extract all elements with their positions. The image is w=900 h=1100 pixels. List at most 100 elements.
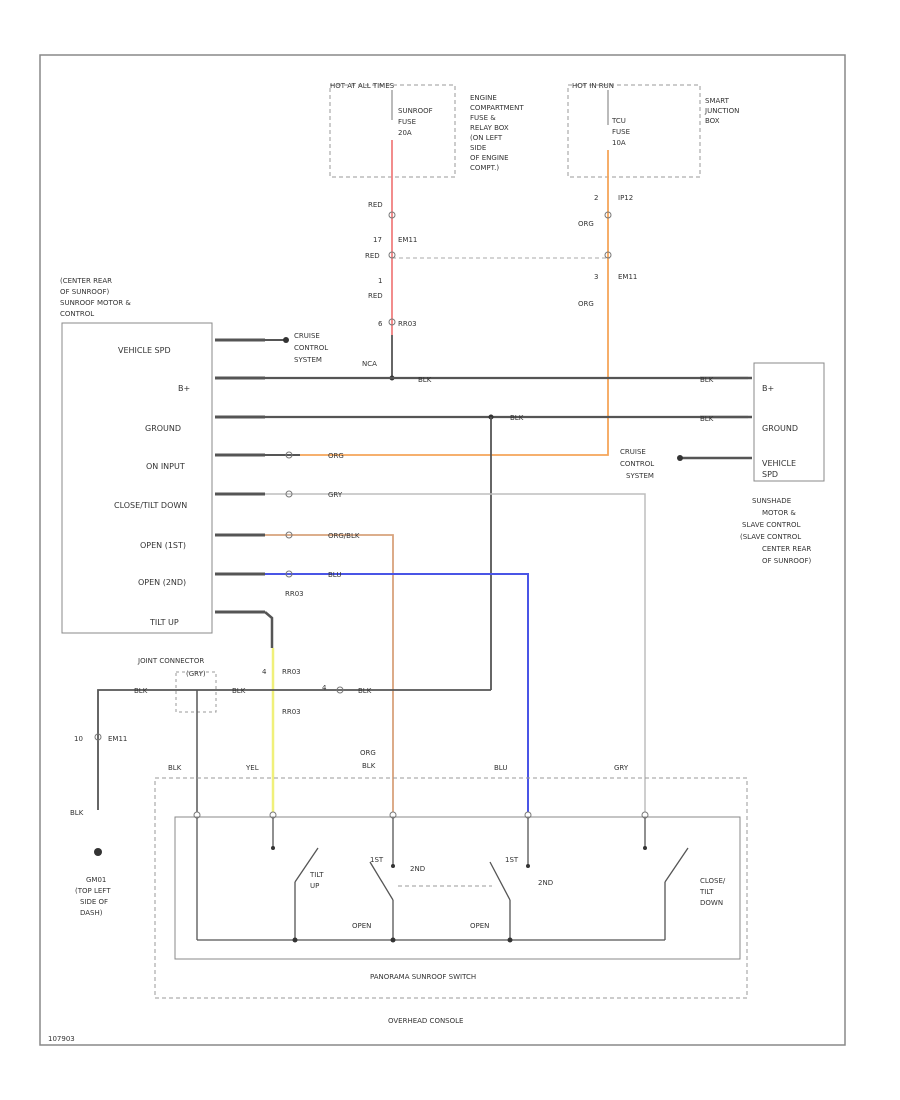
wire-label: 6 (378, 320, 383, 328)
svg-text:OF ENGINE: OF ENGINE (470, 154, 509, 162)
close-tilt-label-2: TILT (699, 888, 714, 896)
switch-2nd-label-b: 2ND (538, 879, 553, 887)
svg-text:(TOP LEFT: (TOP LEFT (75, 887, 111, 895)
joint-connector-title: JOINT CONNECTOR (137, 657, 204, 665)
sunshade-motor-module (753, 362, 825, 482)
wire-label: RR03 (398, 320, 417, 328)
tilt-up-stub (264, 611, 274, 648)
wire-label: NCA (362, 360, 377, 368)
wire-label: RR03 (282, 708, 301, 716)
cruise-right-dot (677, 455, 683, 461)
pin-ground: GROUND (145, 424, 181, 433)
svg-text:SUNROOF MOTOR &: SUNROOF MOTOR & (60, 299, 131, 307)
wire-label: 4 (322, 684, 327, 692)
switch-1st-label-b: 1ST (505, 856, 519, 864)
wire-label: BLK (232, 687, 246, 695)
joint-connector-box (175, 671, 217, 713)
left-module-pin-stubs (215, 338, 265, 614)
svg-text:JUNCTION: JUNCTION (704, 107, 739, 115)
wire-label: RED (368, 201, 383, 209)
wire-label: 10 (74, 735, 83, 743)
wire-label: BLK (358, 687, 372, 695)
sunroof-fuse-line1: SUNROOF (398, 107, 433, 115)
svg-text:CENTER REAR: CENTER REAR (762, 545, 811, 553)
svg-text:CRUISE: CRUISE (294, 332, 320, 340)
wire-label: BLK (134, 687, 148, 695)
orange-wire (300, 150, 609, 456)
wire-label: RED (365, 252, 380, 260)
wire-label: BLK (510, 414, 524, 422)
orange-connector-1 (604, 211, 612, 219)
svg-text:SIDE OF: SIDE OF (80, 898, 108, 906)
open1-connector (285, 531, 293, 539)
hot-in-run-label: HOT IN RUN (572, 82, 614, 90)
svg-text:COMPARTMENT: COMPARTMENT (470, 104, 524, 112)
panorama-sunroof-switch (174, 816, 741, 960)
ground-harness-wire (97, 689, 338, 810)
open-label-b: OPEN (470, 922, 489, 930)
wire-label: BLK (70, 809, 84, 817)
on-input-connector (285, 451, 293, 459)
smart-junction-fuse-box (567, 84, 701, 178)
pin-bplus: B+ (178, 384, 190, 393)
gray-wire (265, 493, 646, 812)
red-connector-1 (388, 211, 396, 219)
left-module-title: (CENTER REAR OF SUNROOF) SUNROOF MOTOR &… (60, 277, 131, 318)
smart-junction-label: SMART JUNCTION BOX (704, 97, 739, 125)
wire-label: ORG (578, 220, 594, 228)
wire-label: ORG (578, 300, 594, 308)
engine-box-label: ENGINE COMPARTMENT FUSE & RELAY BOX (ON … (470, 94, 524, 172)
svg-text:SIDE: SIDE (470, 144, 486, 152)
svg-text:(ON LEFT: (ON LEFT (470, 134, 503, 142)
svg-text:SUNSHADE: SUNSHADE (752, 497, 791, 505)
sunroof-motor-control-module (61, 322, 213, 634)
sunroof-fuse-line2: FUSE (398, 118, 416, 126)
svg-text:SMART: SMART (705, 97, 730, 105)
svg-text:SLAVE CONTROL: SLAVE CONTROL (742, 521, 801, 529)
hot-at-all-times-label: HOT AT ALL TIMES (330, 82, 395, 90)
wire-label: YEL (245, 764, 259, 772)
switch-1st-label-a: 1ST (370, 856, 384, 864)
right-pin-ground: GROUND (762, 424, 798, 433)
joint-connector-sub: (GRY) (186, 670, 206, 678)
tilt-up-label-2: UP (310, 882, 319, 890)
close-connector (285, 490, 293, 498)
wire-label: BLU (494, 764, 507, 772)
switch-internal-circuit (196, 818, 689, 941)
wire-label: EM11 (618, 273, 637, 281)
wire-label: 1 (378, 277, 382, 285)
overhead-console-box (154, 777, 748, 999)
em11-connector (94, 733, 102, 741)
wire-label: RR03 (285, 590, 304, 598)
wire-label: GRY (328, 491, 343, 499)
svg-text:CONTROL: CONTROL (294, 344, 328, 352)
svg-text:(CENTER REAR: (CENTER REAR (60, 277, 112, 285)
sunroof-fuse-line3: 20A (398, 129, 412, 137)
outer-frame (39, 54, 846, 1046)
sunshade-module-title: SUNSHADE MOTOR & SLAVE CONTROL (SLAVE CO… (740, 497, 811, 565)
cruise-control-right: CRUISE CONTROL SYSTEM (620, 448, 654, 480)
svg-text:DASH): DASH) (80, 909, 103, 917)
right-pin-vehicle: VEHICLE (762, 459, 796, 468)
wire-label: GRY (614, 764, 629, 772)
svg-text:MOTOR &: MOTOR & (762, 509, 796, 517)
svg-text:FUSE &: FUSE & (470, 114, 496, 122)
pin-open-1st: OPEN (1ST) (140, 541, 186, 550)
open-label-a: OPEN (352, 922, 371, 930)
figure-code: 107903 (48, 1035, 75, 1043)
switch-junctions (271, 846, 647, 943)
svg-text:COMPT.): COMPT.) (470, 164, 499, 172)
wire-label: BLU (328, 571, 341, 579)
wire-label: RED (368, 292, 383, 300)
switch-2nd-label-a: 2ND (410, 865, 425, 873)
wire-label: 2 (594, 194, 598, 202)
wire-label: RR03 (282, 668, 301, 676)
wire-label: BLK (700, 415, 714, 423)
wire-label: IP12 (618, 194, 633, 202)
svg-text:CONTROL: CONTROL (60, 310, 94, 318)
red-connector-2 (388, 251, 396, 259)
wire-label: EM11 (398, 236, 417, 244)
wire-label: BLK (700, 376, 714, 384)
tcu-fuse-line3: 10A (612, 139, 626, 147)
